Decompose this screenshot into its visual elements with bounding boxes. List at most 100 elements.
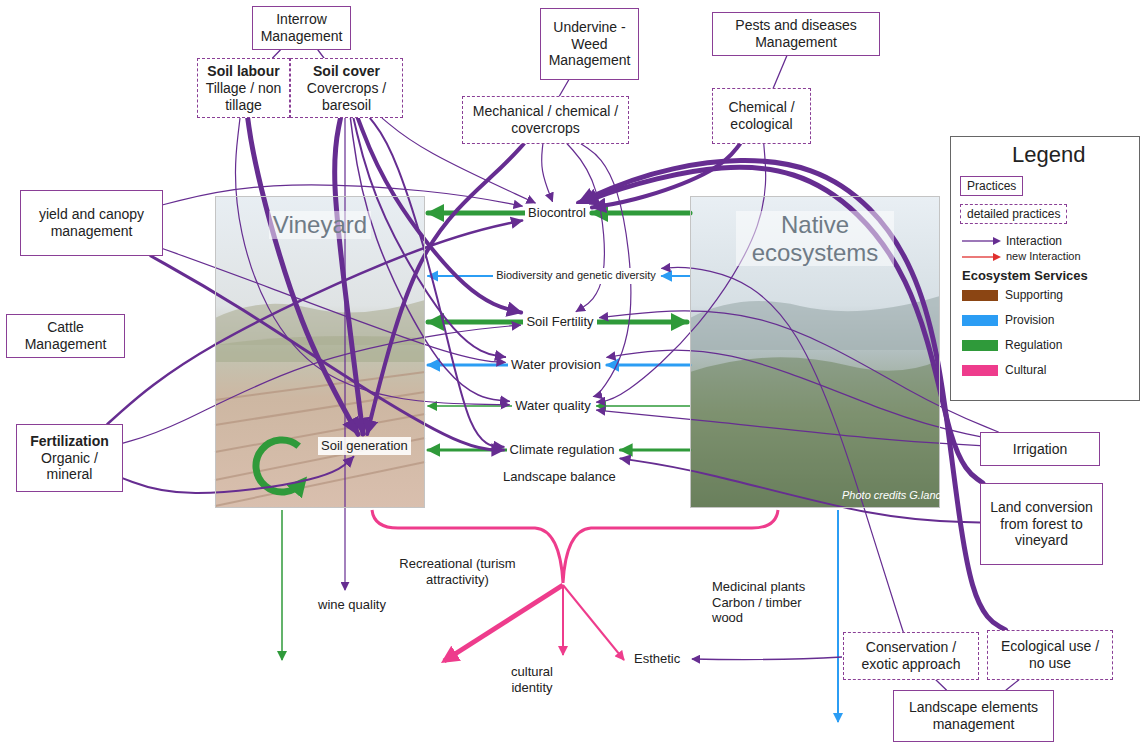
- legend-arrow-sample: [962, 236, 1002, 246]
- service-flow-arrow: [620, 449, 690, 452]
- practice-text: Tillage / non tillage: [204, 80, 283, 114]
- legend-arrow-head: [993, 237, 1001, 245]
- vineyard-photo-image: [215, 196, 425, 508]
- service-outcome-label: Medicinal plants Carbon / timber wood: [712, 579, 822, 626]
- practice-text: Pests and diseases Management: [719, 17, 873, 51]
- ecosystem-service-label: Soil generation: [318, 437, 411, 455]
- ecosystem-service-label: Soil Fertility: [523, 313, 596, 331]
- practice-box: yield and canopy management: [20, 190, 163, 256]
- service-name: Soil Fertility: [526, 314, 593, 330]
- service-flow-arrow: [597, 320, 687, 325]
- cultural-arrow: [444, 585, 563, 661]
- practice-text: Conservation / exotic approach: [850, 639, 972, 673]
- interaction-arrow: [662, 267, 903, 632]
- vine-rows: [215, 372, 425, 506]
- legend-entry: Cultural: [962, 363, 1046, 377]
- legend-entry: new Interaction: [962, 250, 1081, 263]
- service-name: Biocontrol: [528, 205, 586, 221]
- ecosystem-service-label: Climate regulation: [507, 441, 618, 459]
- practice-text: Mechanical / chemical / covercrops: [469, 103, 622, 137]
- legend-arrow-line: [962, 241, 994, 242]
- interaction-arrow: [620, 458, 980, 522]
- practice-text: Organic / mineral: [23, 450, 116, 484]
- legend-text: new Interaction: [1006, 250, 1081, 263]
- photo-title: Vineyard: [269, 211, 371, 239]
- detailed-practice-box: Soil labourTillage / non tillage: [197, 58, 290, 118]
- practice-box: FertilizationOrganic / mineral: [16, 424, 123, 492]
- legend-heading: Ecosystem Services: [962, 268, 1088, 284]
- practice-text: Fertilization: [30, 433, 109, 450]
- vineyard-photo: VineyardSoil generation: [215, 196, 425, 508]
- interaction-arrow: [335, 118, 363, 434]
- legend-text: detailed practices: [967, 207, 1060, 221]
- practice-text: Land conversion from forest to vineyard: [987, 499, 1096, 549]
- interaction-arrow: [582, 167, 983, 483]
- legend-arrow-line: [962, 256, 994, 257]
- service-flow-arrow: [607, 364, 690, 367]
- legend-swatch: [962, 365, 998, 376]
- interaction-arrow: [370, 118, 503, 446]
- photo-title: Native ecosystems: [736, 211, 894, 266]
- detailed-practice-box: Ecological use / no use: [987, 630, 1113, 680]
- legend-swatch: [962, 340, 998, 351]
- service-flow-arrow: [662, 275, 690, 277]
- interaction-arrow: [273, 50, 281, 58]
- legend-text: Provision: [1005, 313, 1054, 327]
- service-name: Biodiversity and genetic diversity: [496, 269, 656, 282]
- practice-text: Landscape elements management: [900, 699, 1047, 733]
- ecosystem-service-label: Water quality: [512, 397, 593, 415]
- practice-text: Interrow Management: [259, 11, 344, 45]
- vineyard-sky-ground: [215, 196, 425, 508]
- legend-arrow-sample: [962, 252, 1002, 262]
- native-ecosystems-photo-image: [690, 196, 940, 508]
- legend-entry: Practices: [960, 176, 1023, 196]
- practice-text: Soil labour: [207, 63, 279, 80]
- cultural-arrow: [562, 585, 564, 655]
- service-outcome-label: wine quality: [318, 597, 386, 613]
- service-name: Climate regulation: [510, 442, 615, 458]
- service-outcome-label: cultural identity: [497, 664, 567, 695]
- service-flow-arrow: [428, 364, 508, 367]
- service-flow-arrow: [428, 275, 493, 277]
- service-flow-arrow: [592, 211, 690, 216]
- ecosystem-service-label: Biodiversity and genetic diversity: [493, 268, 659, 283]
- native-sky-forest: [690, 196, 940, 508]
- photo-credit: Photo credits G.lance: [842, 489, 947, 502]
- legend-title: Legend: [1012, 142, 1085, 168]
- interaction-arrow: [235, 118, 509, 405]
- legend-entry: Interaction: [962, 234, 1062, 248]
- ecosystem-service-label: Water provision: [508, 356, 604, 374]
- mountain-ridge: [690, 296, 940, 350]
- detailed-practice-box: Chemical / ecological: [712, 88, 811, 144]
- interaction-arrow: [692, 657, 842, 660]
- practice-text: Undervine - Weed Management: [547, 19, 632, 69]
- practice-box: Undervine - Weed Management: [540, 8, 639, 80]
- legend-text: Practices: [967, 179, 1016, 193]
- detailed-practice-box: Soil coverCovercrops / baresoil: [290, 58, 403, 118]
- service-outcome-label: Recreational (turism attractivity): [385, 556, 530, 587]
- detailed-practice-box: Mechanical / chemical / covercrops: [462, 96, 629, 144]
- interaction-arrow: [107, 220, 522, 424]
- practice-text: Covercrops / baresoil: [297, 80, 396, 114]
- interaction-arrow: [579, 161, 1006, 630]
- legend-entry: Supporting: [962, 288, 1063, 302]
- practice-box: Pests and diseases Management: [712, 12, 880, 56]
- detailed-practice-box: Conservation / exotic approach: [843, 632, 979, 680]
- vine-row: [215, 372, 425, 400]
- legend-entry: Provision: [962, 313, 1054, 327]
- interaction-arrow: [1006, 680, 1019, 690]
- interaction-arrow: [567, 144, 604, 312]
- interaction-arrow: [936, 680, 946, 690]
- legend-entry: detailed practices: [960, 204, 1067, 224]
- service-name: Soil generation: [321, 438, 408, 454]
- interaction-arrow: [607, 350, 980, 436]
- ecosystem-service-label: Biocontrol: [525, 204, 589, 222]
- interaction-arrow: [559, 80, 568, 96]
- practice-text: Ecological use / no use: [994, 638, 1106, 672]
- interaction-arrow: [597, 410, 980, 445]
- legend-text: Cultural: [1005, 363, 1046, 377]
- practice-box: Cattle Management: [6, 314, 125, 358]
- vine-row: [215, 462, 425, 506]
- legend-swatch: [962, 290, 998, 301]
